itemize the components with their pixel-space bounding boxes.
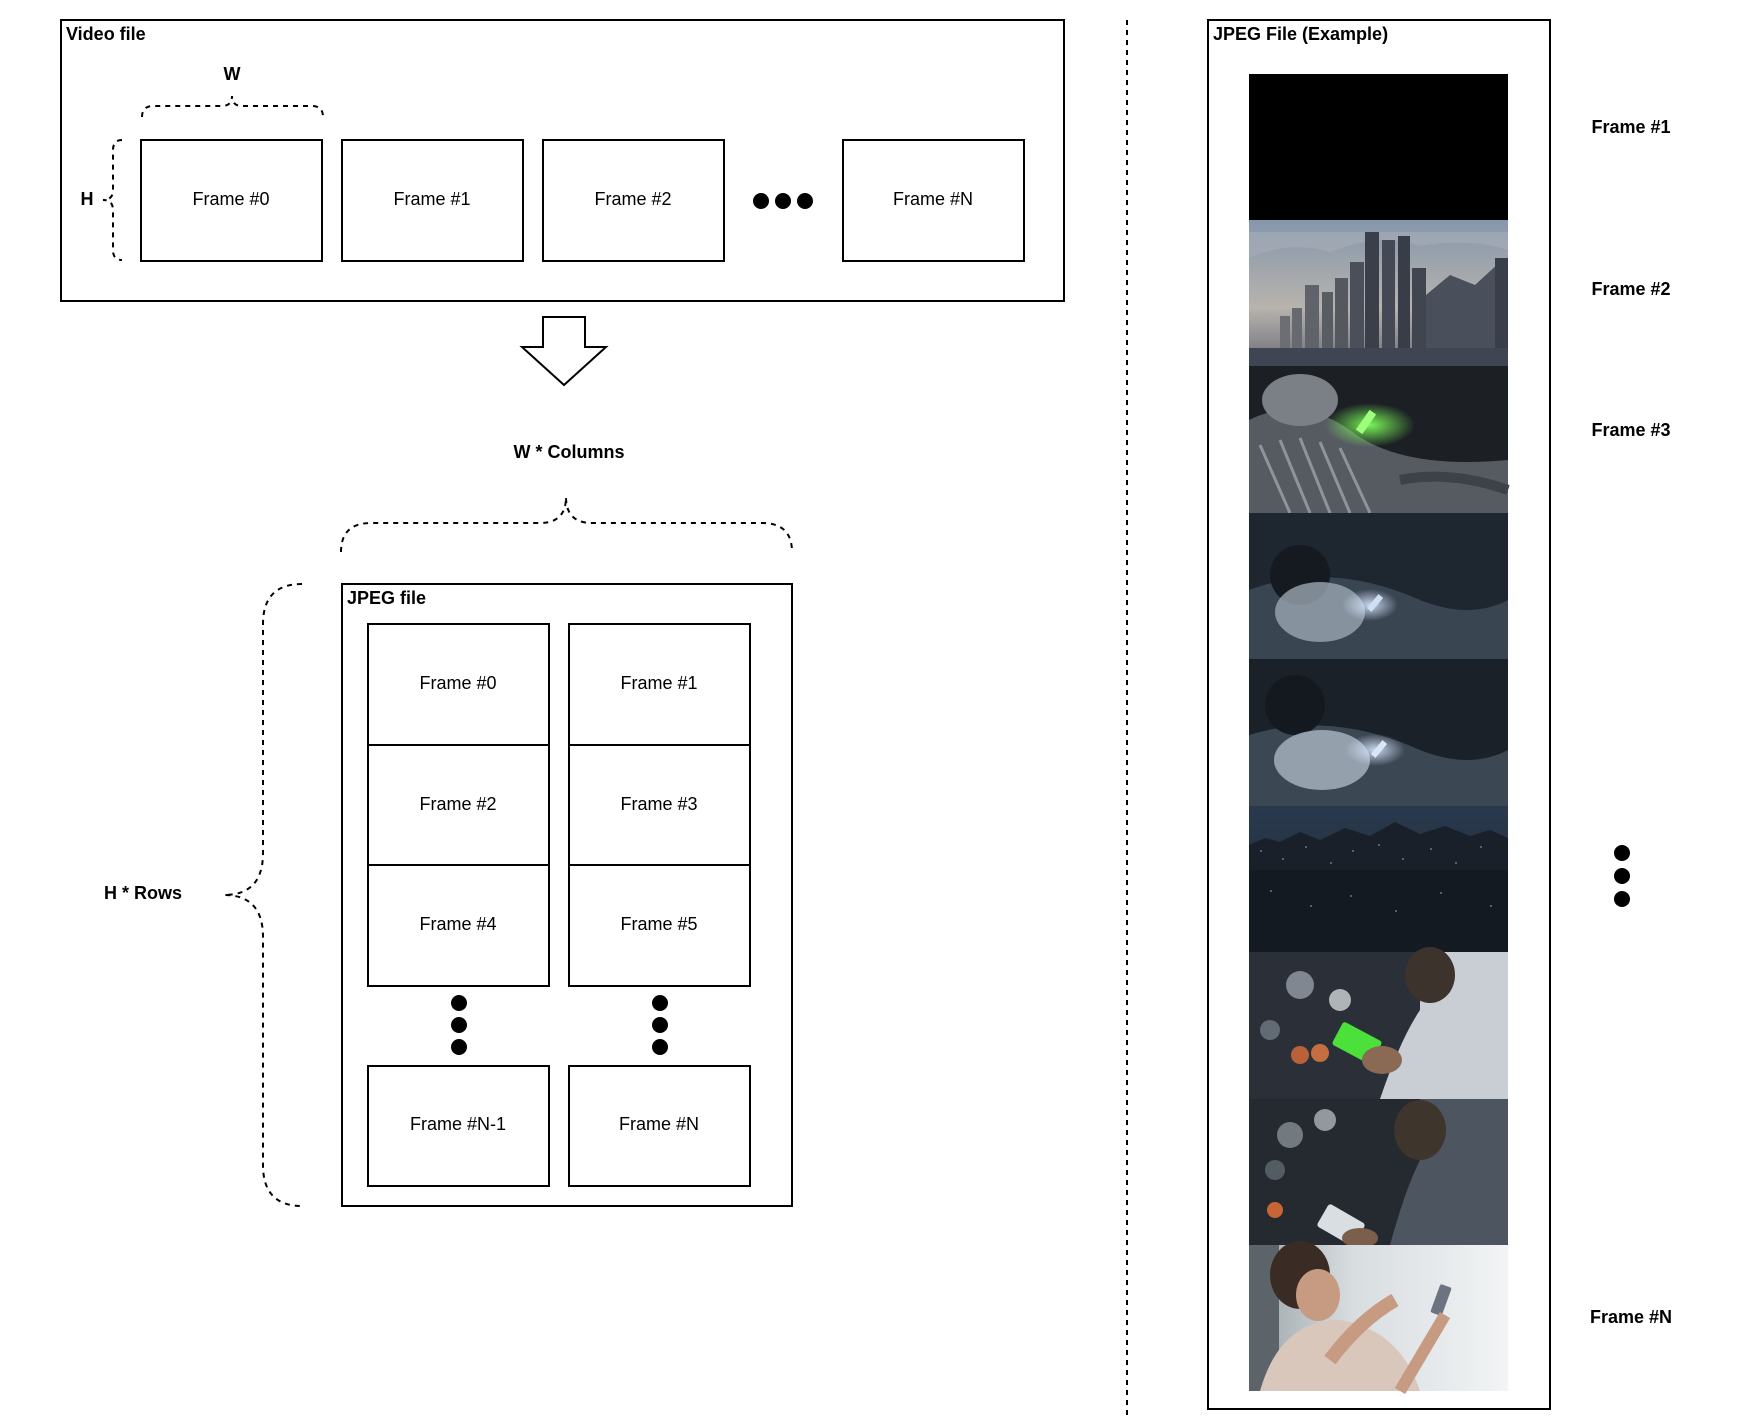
example-frame-label-n: Frame #N <box>1590 1307 1672 1327</box>
strip-frame-skyline <box>1249 220 1508 366</box>
jpeg-grid-panel: W * Columns H * Rows JPEG file Frame #0 … <box>104 442 793 1207</box>
rows-brace <box>223 583 303 1207</box>
grid-cell-label: Frame #5 <box>620 914 697 934</box>
rows-label: H * Rows <box>104 883 182 903</box>
columns-label: W * Columns <box>514 442 625 462</box>
example-frame-label-1: Frame #1 <box>1591 117 1670 137</box>
video-file-title: Video file <box>66 24 146 44</box>
height-brace <box>102 139 123 261</box>
vertical-ellipsis-right <box>652 995 668 1055</box>
example-title: JPEG File (Example) <box>1213 24 1388 44</box>
video-frame-2: Frame #2 <box>542 139 725 262</box>
grid-cell-label: Frame #N <box>619 1114 699 1134</box>
grid-cell-label: Frame #0 <box>419 673 496 693</box>
grid-cell-0: Frame #0 <box>367 623 550 746</box>
video-file-panel: Video file W H Frame #0 Frame #1 Frame #… <box>60 19 1065 302</box>
strip-frame-bed-2 <box>1249 659 1508 806</box>
video-frame-label: Frame #0 <box>192 189 269 209</box>
video-frame-0: Frame #0 <box>140 139 323 262</box>
grid-cell-4: Frame #4 <box>367 864 550 987</box>
height-label: H <box>81 189 94 209</box>
width-label: W <box>224 64 241 84</box>
video-frame-n: Frame #N <box>842 139 1025 262</box>
horizontal-ellipsis <box>753 193 813 209</box>
grid-cell-5: Frame #5 <box>568 864 751 987</box>
video-frame-1: Frame #1 <box>341 139 524 262</box>
grid-cell-label: Frame #4 <box>419 914 496 934</box>
video-frame-label: Frame #1 <box>393 189 470 209</box>
strip-frame-man-phone <box>1249 1099 1508 1248</box>
grid-cell-label: Frame #1 <box>620 673 697 693</box>
columns-brace <box>340 496 793 553</box>
strip-frame-man-green <box>1249 947 1508 1099</box>
grid-cell-n: Frame #N <box>568 1065 751 1187</box>
width-brace <box>141 95 324 118</box>
grid-cell-label: Frame #2 <box>419 794 496 814</box>
example-vertical-ellipsis <box>1614 845 1630 907</box>
grid-cell-1: Frame #1 <box>568 623 751 746</box>
strip-frame-woman-window <box>1249 1241 1508 1395</box>
grid-cell-n-minus-1: Frame #N-1 <box>367 1065 550 1187</box>
grid-cell-label: Frame #3 <box>620 794 697 814</box>
strip-frame-bed-1 <box>1249 513 1508 659</box>
strip-frame-black <box>1249 74 1508 220</box>
example-frame-label-3: Frame #3 <box>1591 420 1670 440</box>
example-panel: JPEG File (Example) <box>1207 19 1672 1410</box>
strip-frame-bed-green <box>1249 366 1510 514</box>
vertical-ellipsis-left <box>451 995 467 1055</box>
grid-cell-label: Frame #N-1 <box>410 1114 506 1134</box>
jpeg-file-title: JPEG file <box>347 588 426 608</box>
frame-strip <box>1249 74 1510 1395</box>
strip-frame-city-night <box>1249 806 1508 952</box>
video-frame-label: Frame #N <box>893 189 973 209</box>
down-arrow-icon <box>519 316 609 387</box>
grid-cell-2: Frame #2 <box>367 744 550 866</box>
example-frame-label-2: Frame #2 <box>1591 279 1670 299</box>
video-frame-label: Frame #2 <box>594 189 671 209</box>
grid-cell-3: Frame #3 <box>568 744 751 866</box>
